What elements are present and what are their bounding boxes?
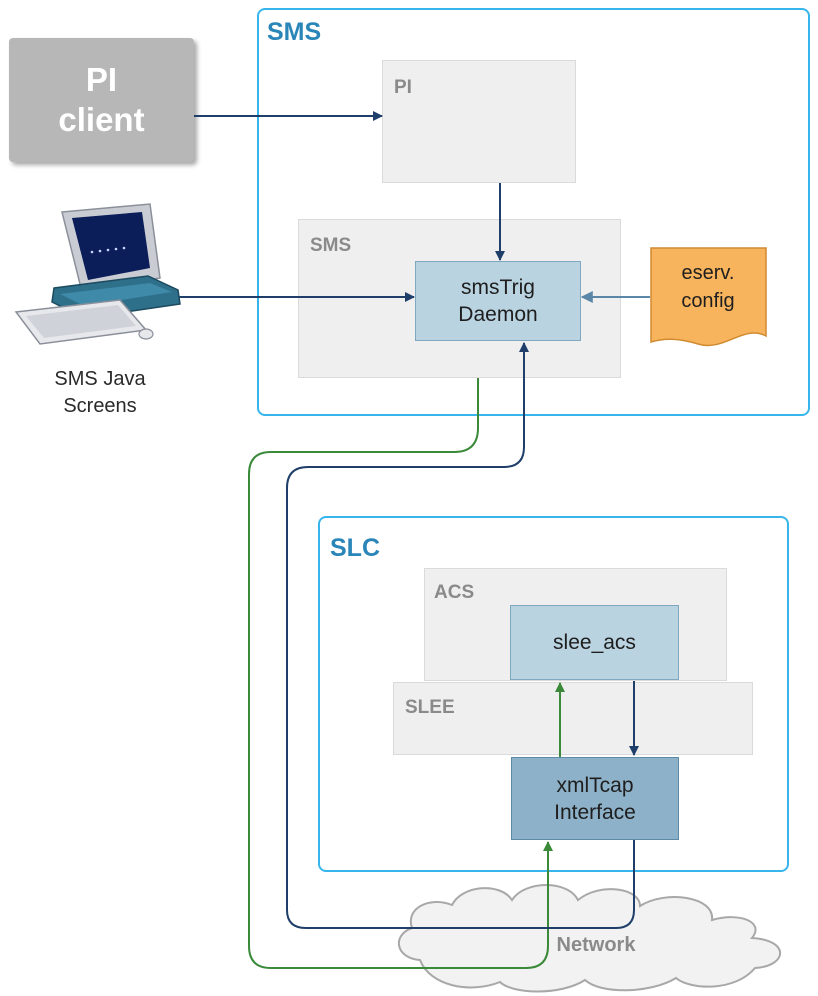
- network-label: Network: [557, 934, 637, 956]
- slee-panel: SLEE: [393, 682, 753, 755]
- xmltcap-line2: Interface: [554, 800, 636, 824]
- acs-panel-label: ACS: [434, 582, 475, 603]
- java-screens-caption: SMS Java Screens: [15, 366, 185, 420]
- pi-panel-label: PI: [394, 77, 412, 98]
- pi-client-line2: client: [58, 101, 145, 138]
- network-cloud: [397, 884, 782, 993]
- pi-client-box[interactable]: PI client: [9, 38, 194, 162]
- slee-acs-label: slee_acs: [553, 631, 636, 654]
- pi-panel: PI: [382, 60, 576, 183]
- slee-panel-label: SLEE: [405, 697, 455, 718]
- java-screens-line2: Screens: [63, 395, 137, 417]
- smstrig-daemon-line2: Daemon: [458, 303, 538, 326]
- smstrig-daemon-box[interactable]: smsTrig Daemon: [415, 261, 581, 341]
- xmltcap-interface-box[interactable]: xmlTcap Interface: [511, 757, 679, 840]
- sms-panel-label: SMS: [310, 235, 352, 256]
- java-screens-line1: SMS Java: [54, 368, 146, 390]
- computer-icon: [14, 203, 181, 345]
- sms-region-title: SMS: [267, 18, 322, 46]
- pi-client-line1: PI: [85, 61, 118, 98]
- slee-acs-box[interactable]: slee_acs: [510, 605, 679, 680]
- smstrig-daemon-line1: smsTrig: [461, 276, 535, 299]
- xmltcap-line1: xmlTcap: [556, 773, 634, 797]
- slc-region-title: SLC: [330, 534, 380, 562]
